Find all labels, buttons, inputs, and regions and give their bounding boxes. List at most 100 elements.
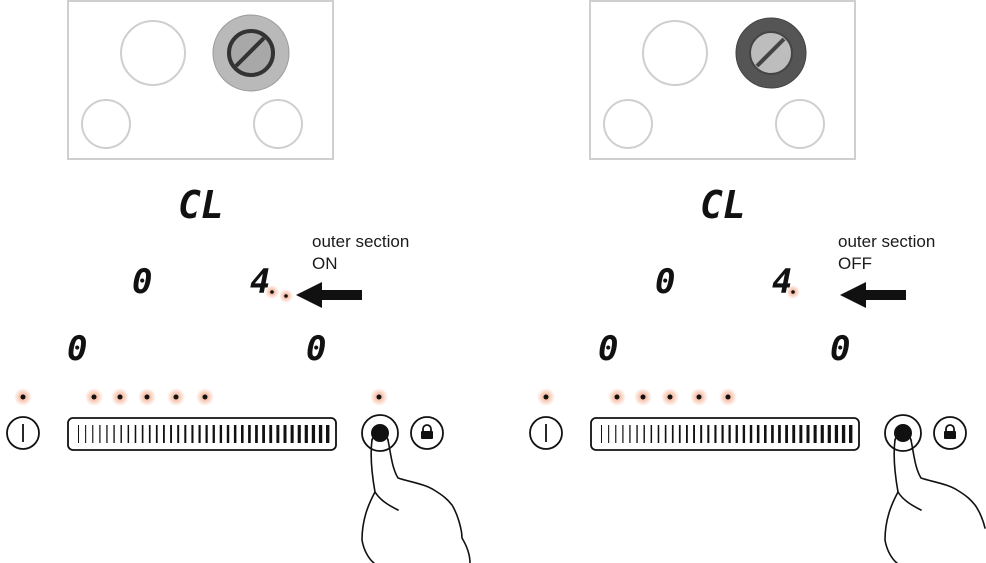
callout-line-2: OFF <box>838 254 872 273</box>
lock-button[interactable] <box>410 416 444 450</box>
slider-tick <box>756 425 760 443</box>
slider-tick <box>813 425 817 443</box>
power-button[interactable] <box>6 416 40 450</box>
slider-tick <box>269 425 273 443</box>
display-bottom-left: 0 <box>598 329 618 369</box>
slider-tick <box>198 425 201 443</box>
zone-slash <box>755 37 786 68</box>
slider-tick <box>106 425 108 443</box>
slider-tick <box>177 425 180 443</box>
slider-tick <box>297 425 301 443</box>
slider-tick <box>608 425 610 443</box>
cooking-zone-rear-left <box>642 20 708 86</box>
display-bottom-left: 0 <box>67 329 87 369</box>
slider-tick <box>820 425 824 443</box>
slider-tick <box>170 425 172 443</box>
slider-tick <box>255 425 258 443</box>
zone-select-button[interactable] <box>361 414 399 452</box>
pointing-hand-icon <box>884 433 986 563</box>
slider-tick <box>205 425 208 443</box>
display-bottom-right: 0 <box>306 329 326 369</box>
slider-tick <box>134 425 137 443</box>
slider-tick <box>212 425 215 443</box>
slider-tick <box>311 425 316 443</box>
slider-tick <box>148 425 151 443</box>
slider-tick <box>806 425 810 443</box>
slider-tick <box>714 425 717 443</box>
slider-tick <box>113 425 115 443</box>
hob-top-view <box>67 0 334 160</box>
hob-top-view <box>589 0 856 160</box>
callout-line-2: ON <box>312 254 338 273</box>
lock-icon <box>421 424 433 439</box>
slider-tick <box>671 425 674 443</box>
cooking-zone-dual-selected <box>735 17 807 89</box>
slider-tick <box>226 425 230 443</box>
slider-tick <box>742 425 746 443</box>
display-mid-left: 0 <box>655 262 675 302</box>
slider-tick <box>700 425 703 443</box>
slider-tick <box>834 425 839 443</box>
slider-tick <box>792 425 796 443</box>
outer-section-indicator-dots <box>786 285 800 299</box>
slider-tick <box>664 425 667 443</box>
slider-tick <box>326 425 330 443</box>
led-indicators <box>14 388 388 406</box>
lock-button[interactable] <box>933 416 967 450</box>
slider-tick <box>771 425 774 443</box>
panel-right: CL 0 4 0 0 outer section OFF <box>529 0 986 563</box>
slider-tick <box>262 425 265 443</box>
slider-tick <box>85 425 87 443</box>
slider-tick <box>248 425 251 443</box>
slider-tick <box>827 425 831 443</box>
display-top: CL <box>178 183 224 227</box>
slider-tick <box>622 425 624 443</box>
slider-tick <box>318 425 323 443</box>
slider-tick <box>276 425 280 443</box>
slider-tick <box>629 425 631 443</box>
slider-tick <box>693 425 695 443</box>
cooking-zone-rear-left <box>120 20 186 86</box>
slider-tick <box>849 425 853 443</box>
slider-tick <box>785 425 788 443</box>
callout-line-1: outer section <box>312 232 409 251</box>
pointing-hand-icon <box>361 433 471 563</box>
slider-tick <box>184 425 187 443</box>
power-level-slider[interactable] <box>67 417 337 451</box>
lock-icon <box>944 424 956 439</box>
power-level-slider[interactable] <box>590 417 860 451</box>
cooking-zone-front-right <box>775 99 825 149</box>
slider-tick <box>657 425 660 443</box>
slider-tick <box>92 425 94 443</box>
display-mid-left: 0 <box>132 262 152 302</box>
slider-tick <box>643 425 645 443</box>
slider-tick <box>191 425 194 443</box>
slider-tick <box>78 425 79 443</box>
hob-frame <box>67 0 334 160</box>
slider-tick <box>304 425 308 443</box>
slider-tick <box>721 425 724 443</box>
slider-tick <box>841 425 846 443</box>
cooking-zone-dual-selected <box>212 14 290 92</box>
slider-tick <box>678 425 681 443</box>
slider-tick <box>799 425 803 443</box>
slider-tick <box>615 425 617 443</box>
outer-section-indicator-dots <box>265 285 293 303</box>
slider-tick <box>778 425 781 443</box>
slider-tick <box>219 425 223 443</box>
slider-tick <box>163 425 165 443</box>
slider-tick <box>601 425 602 443</box>
slider-tick <box>707 425 710 443</box>
cooking-zone-front-right <box>253 99 303 149</box>
slider-tick <box>749 425 753 443</box>
slider-tick <box>233 425 237 443</box>
power-button[interactable] <box>529 416 563 450</box>
slider-tick <box>283 425 287 443</box>
slider-tick <box>735 425 738 443</box>
slider-tick <box>650 425 653 443</box>
slider-tick <box>686 425 688 443</box>
led-indicators <box>537 388 737 406</box>
zone-select-button[interactable] <box>884 414 922 452</box>
zone-slash <box>234 36 266 68</box>
